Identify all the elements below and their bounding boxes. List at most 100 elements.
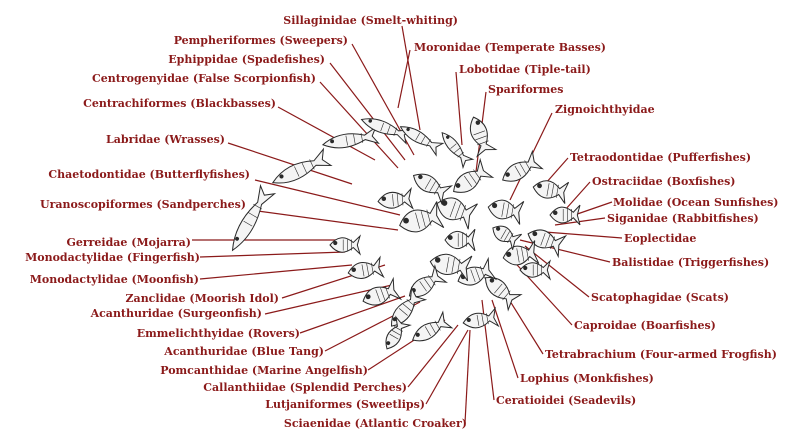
label-monodactylidae-moonfish: Monodactylidae (Moonfish) [29, 273, 199, 286]
fish-eye [351, 267, 356, 273]
leader-line-lobotidae [455, 71, 463, 146]
fish-body [399, 201, 445, 233]
fish-drawing-24 [412, 173, 454, 205]
fish-stripe [426, 209, 432, 226]
leader-line-chaetodontidae [254, 179, 401, 216]
leader-line-lutjaniformes [425, 329, 469, 405]
fish-stripe [248, 212, 258, 218]
leader-line-callanthiidae [407, 324, 459, 388]
leader-line-ostraciidae [564, 181, 591, 211]
fish-body [412, 173, 454, 205]
fish-eye [506, 251, 512, 257]
label-chaetodontidae: Chaetodontidae (Butterflyfishes) [48, 168, 250, 181]
fish-stripe [253, 203, 263, 210]
fish-stripe [309, 159, 315, 170]
fish-stripe [506, 203, 510, 218]
fish-stripe [501, 202, 505, 217]
leader-line-eoplectidae [544, 231, 623, 239]
fish-eye [381, 196, 387, 202]
fish-stripe [243, 220, 253, 227]
label-sillaginidae: Sillaginidae (Smelt-whiting) [283, 14, 458, 27]
leader-line-uranoscopiformes [249, 209, 399, 231]
fish-body [329, 234, 362, 256]
fish-drawing-8 [502, 149, 544, 182]
label-tetraodontidae: Tetraodontidae (Pufferfishes) [570, 151, 752, 164]
fish-drawing-31 [492, 225, 522, 250]
fish-eye [235, 236, 240, 241]
fish-stripe [457, 152, 464, 158]
fish-body [321, 125, 380, 149]
fish-body [484, 277, 523, 312]
fish-stripe [551, 183, 555, 198]
fish-stripe [519, 163, 527, 174]
fish-drawing-21 [399, 201, 445, 233]
fish-drawing-20 [329, 234, 362, 256]
fish-eye [333, 240, 338, 246]
fish-stripe [453, 147, 461, 154]
label-lutjaniformes: Lutjaniformes (Sweetlips) [265, 398, 425, 411]
fish-stripe [394, 326, 403, 332]
fish-body [469, 116, 498, 158]
fish-stripe [429, 323, 436, 334]
fish-body [462, 306, 500, 329]
fish-body [453, 157, 495, 193]
leader-line-ephippidae [329, 62, 406, 161]
fish-drawing-16 [408, 264, 448, 298]
fish-body [347, 255, 385, 279]
fish-stripe [380, 122, 384, 132]
fish-stripe [451, 257, 455, 274]
fish-body [231, 183, 277, 252]
fish-body [360, 118, 413, 145]
fish-stripe [392, 194, 394, 207]
fish-eye [475, 120, 481, 125]
fish-eye [403, 217, 409, 224]
fish-eye [330, 139, 335, 144]
fish-eye [368, 119, 373, 123]
fish-drawing-25 [377, 186, 414, 210]
leader-line-centrachiformes [277, 106, 376, 161]
fish-stripe [514, 165, 522, 177]
label-acanthuridae-surgeonfish: Acanthuridae (Surgeonfish) [90, 307, 262, 320]
fish-body [502, 240, 540, 266]
fish-stripe [402, 303, 412, 312]
fish-stripe [391, 330, 401, 336]
fish-stripe [419, 281, 427, 292]
label-ephippidae: Ephippidae (Spadefishes) [168, 53, 325, 66]
label-siganidae: Siganidae (Rabbitfishes) [607, 212, 759, 225]
fish-drawing-22 [436, 197, 478, 230]
label-centrachiformes: Centrachiformes (Blackbasses) [83, 97, 276, 110]
fish-stripe [389, 333, 399, 340]
fish-drawing-6 [441, 131, 475, 170]
fish-drawing-13 [484, 277, 523, 312]
fish-stripe [450, 143, 457, 149]
fish-body [487, 199, 525, 225]
fish-stripe [375, 289, 381, 303]
fish-stripe [353, 134, 356, 145]
fish-eye [489, 278, 495, 283]
fish-stripe [540, 232, 546, 246]
fish-stripe [473, 130, 486, 136]
label-lophius: Lophius (Monkfishes) [520, 372, 654, 385]
fish-stripe [546, 183, 550, 197]
label-tetrabrachium: Tetrabrachium (Four-armed Frogfish) [545, 348, 777, 361]
fish-eye [505, 172, 510, 177]
fish-stripe [398, 308, 408, 316]
fish-stripe [500, 229, 507, 240]
leader-line-siganidae [554, 217, 606, 226]
fish-stripe [454, 203, 461, 219]
fish-drawing-23 [453, 157, 495, 193]
label-gerreidae: Gerreidae (Mojarra) [66, 236, 191, 249]
fish-body [429, 253, 473, 282]
fish-stripe [521, 247, 525, 262]
leader-lines [192, 25, 623, 424]
fish-stripe [360, 132, 364, 143]
fish-body [441, 131, 475, 170]
fish-stripe [433, 183, 441, 195]
fish-stripe [366, 263, 370, 276]
fish-body [385, 315, 412, 350]
fish-stripe [380, 287, 386, 301]
fish-eye [523, 265, 528, 271]
fish-stripe [415, 212, 420, 229]
fish-stripe [426, 139, 431, 147]
fish-stripe [524, 160, 531, 171]
